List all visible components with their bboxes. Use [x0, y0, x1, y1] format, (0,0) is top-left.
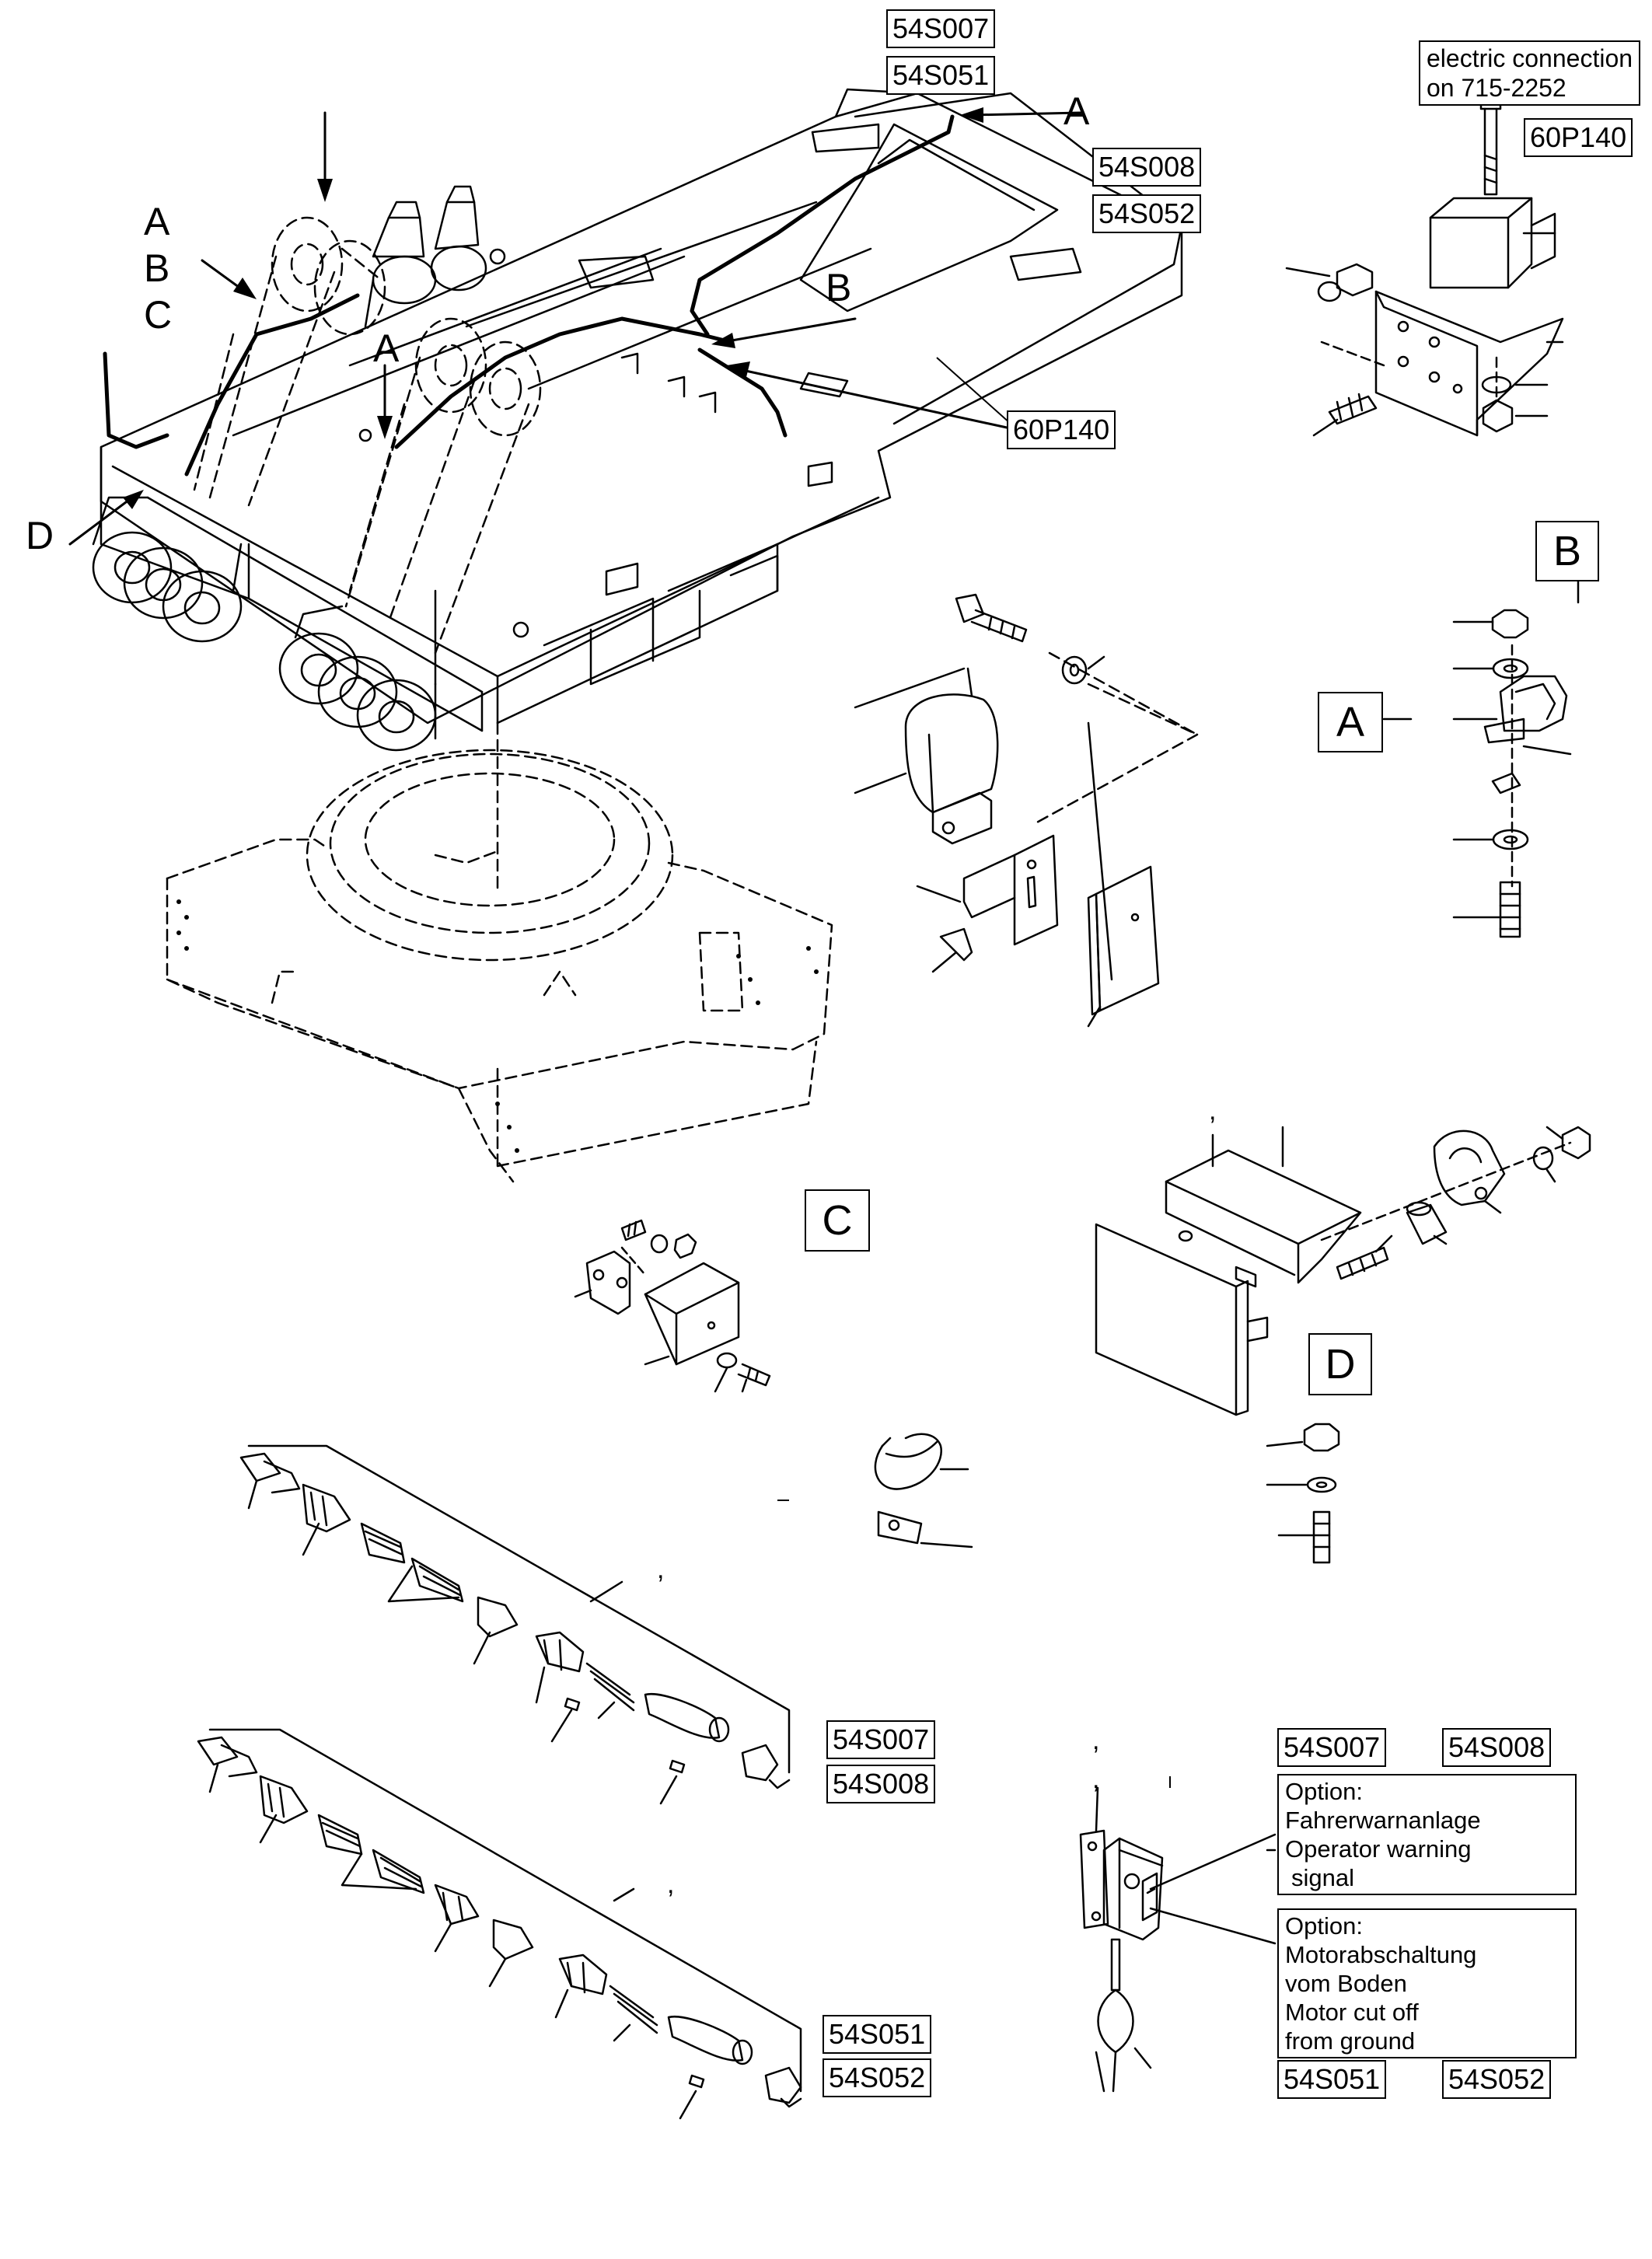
arrow-label-b-mid: B: [826, 266, 852, 309]
switch-box-icon: [1079, 1786, 1277, 2093]
callout-leaders: [777, 214, 1175, 1788]
option2-line1: Option:: [1285, 1912, 1363, 1940]
warning-light-icon: [854, 593, 1199, 1028]
clamp-stack-detail: [1382, 578, 1580, 938]
callout-54s052-right: 54S052: [1442, 2060, 1552, 2099]
option2-line3: vom Boden: [1285, 1970, 1407, 1997]
callout-60p140-mid: 60P140: [1007, 410, 1116, 449]
arrow-label-d: D: [26, 514, 54, 557]
option1-line3: Operator warning: [1285, 1835, 1472, 1863]
callout-54s007-top: 54S007: [886, 9, 996, 48]
option-cutoff-note: Option: Motorabschaltung vom Boden Motor…: [1277, 1908, 1577, 2058]
callout-54s052-low: 54S052: [823, 2058, 932, 2097]
arrow-label-b-stack: B: [144, 246, 170, 290]
option2-line5: from ground: [1285, 2027, 1416, 2055]
option2-line4: Motor cut off: [1285, 1999, 1419, 2026]
electric-connection-note: electric connection on 715-2252: [1419, 40, 1641, 106]
callout-54s008-mid: 54S008: [826, 1765, 936, 1803]
option1-line1: Option:: [1285, 1778, 1363, 1805]
lug-plates-left: [92, 445, 250, 643]
detail-c-bracket: [574, 1219, 771, 1393]
bracket-detail-60p140: [1285, 76, 1580, 437]
callout-60p140-right: 60P140: [1524, 118, 1633, 157]
tick-mark: ,: [1092, 1726, 1100, 1755]
cable-route: [103, 114, 955, 477]
arrow-label-c-stack: C: [144, 293, 173, 337]
callout-54s051-top: 54S051: [886, 56, 996, 95]
callout-54s007-right: 54S007: [1277, 1728, 1387, 1767]
electric-note-line2: on 715-2252: [1427, 74, 1566, 102]
arrow-label-a-stack: A: [144, 200, 170, 243]
tick-mark: ,: [1092, 1765, 1100, 1794]
arrow-icon: [68, 111, 1082, 546]
tick-mark: ,: [657, 1555, 665, 1584]
tick-mark: ,: [1209, 1096, 1217, 1126]
detail-box-a: A: [1318, 692, 1383, 752]
hydraulic-fittings: [364, 185, 487, 328]
cable-connector-icon: [239, 1444, 791, 1805]
option1-line2: Fahrerwarnanlage: [1285, 1807, 1481, 1834]
callout-54s052-top: 54S052: [1092, 194, 1202, 233]
slewing-base: [166, 721, 833, 1183]
cable-tie-icon: [874, 1433, 973, 1548]
cable-connector-icon: [197, 1728, 802, 2120]
callout-54s051-low: 54S051: [823, 2015, 932, 2054]
base-bolt-holes: [176, 899, 819, 1153]
tick-mark: ,: [667, 1870, 675, 1899]
detail-box-d: D: [1308, 1333, 1372, 1395]
detail-box-b: B: [1535, 521, 1599, 581]
detail-d-bracket: [1095, 1126, 1591, 1564]
option2-line2: Motorabschaltung: [1285, 1941, 1477, 1968]
arrow-label-a-left: A: [373, 326, 400, 370]
option1-line4: signal: [1291, 1864, 1354, 1891]
callout-54s008-top: 54S008: [1092, 148, 1202, 187]
callout-54s007-mid: 54S007: [826, 1720, 936, 1759]
callout-54s051-right: 54S051: [1277, 2060, 1387, 2099]
arrowheads: [123, 107, 983, 509]
electric-note-line1: electric connection: [1427, 44, 1633, 72]
lug-plates-middle: [278, 605, 437, 752]
option-warning-note: Option: Fahrerwarnanlage Operator warnin…: [1277, 1774, 1577, 1895]
boom-cylinders: [193, 216, 542, 655]
detail-box-c: C: [805, 1189, 870, 1252]
callout-54s008-right: 54S008: [1442, 1728, 1552, 1767]
arrow-label-a-top: A: [1063, 89, 1090, 133]
